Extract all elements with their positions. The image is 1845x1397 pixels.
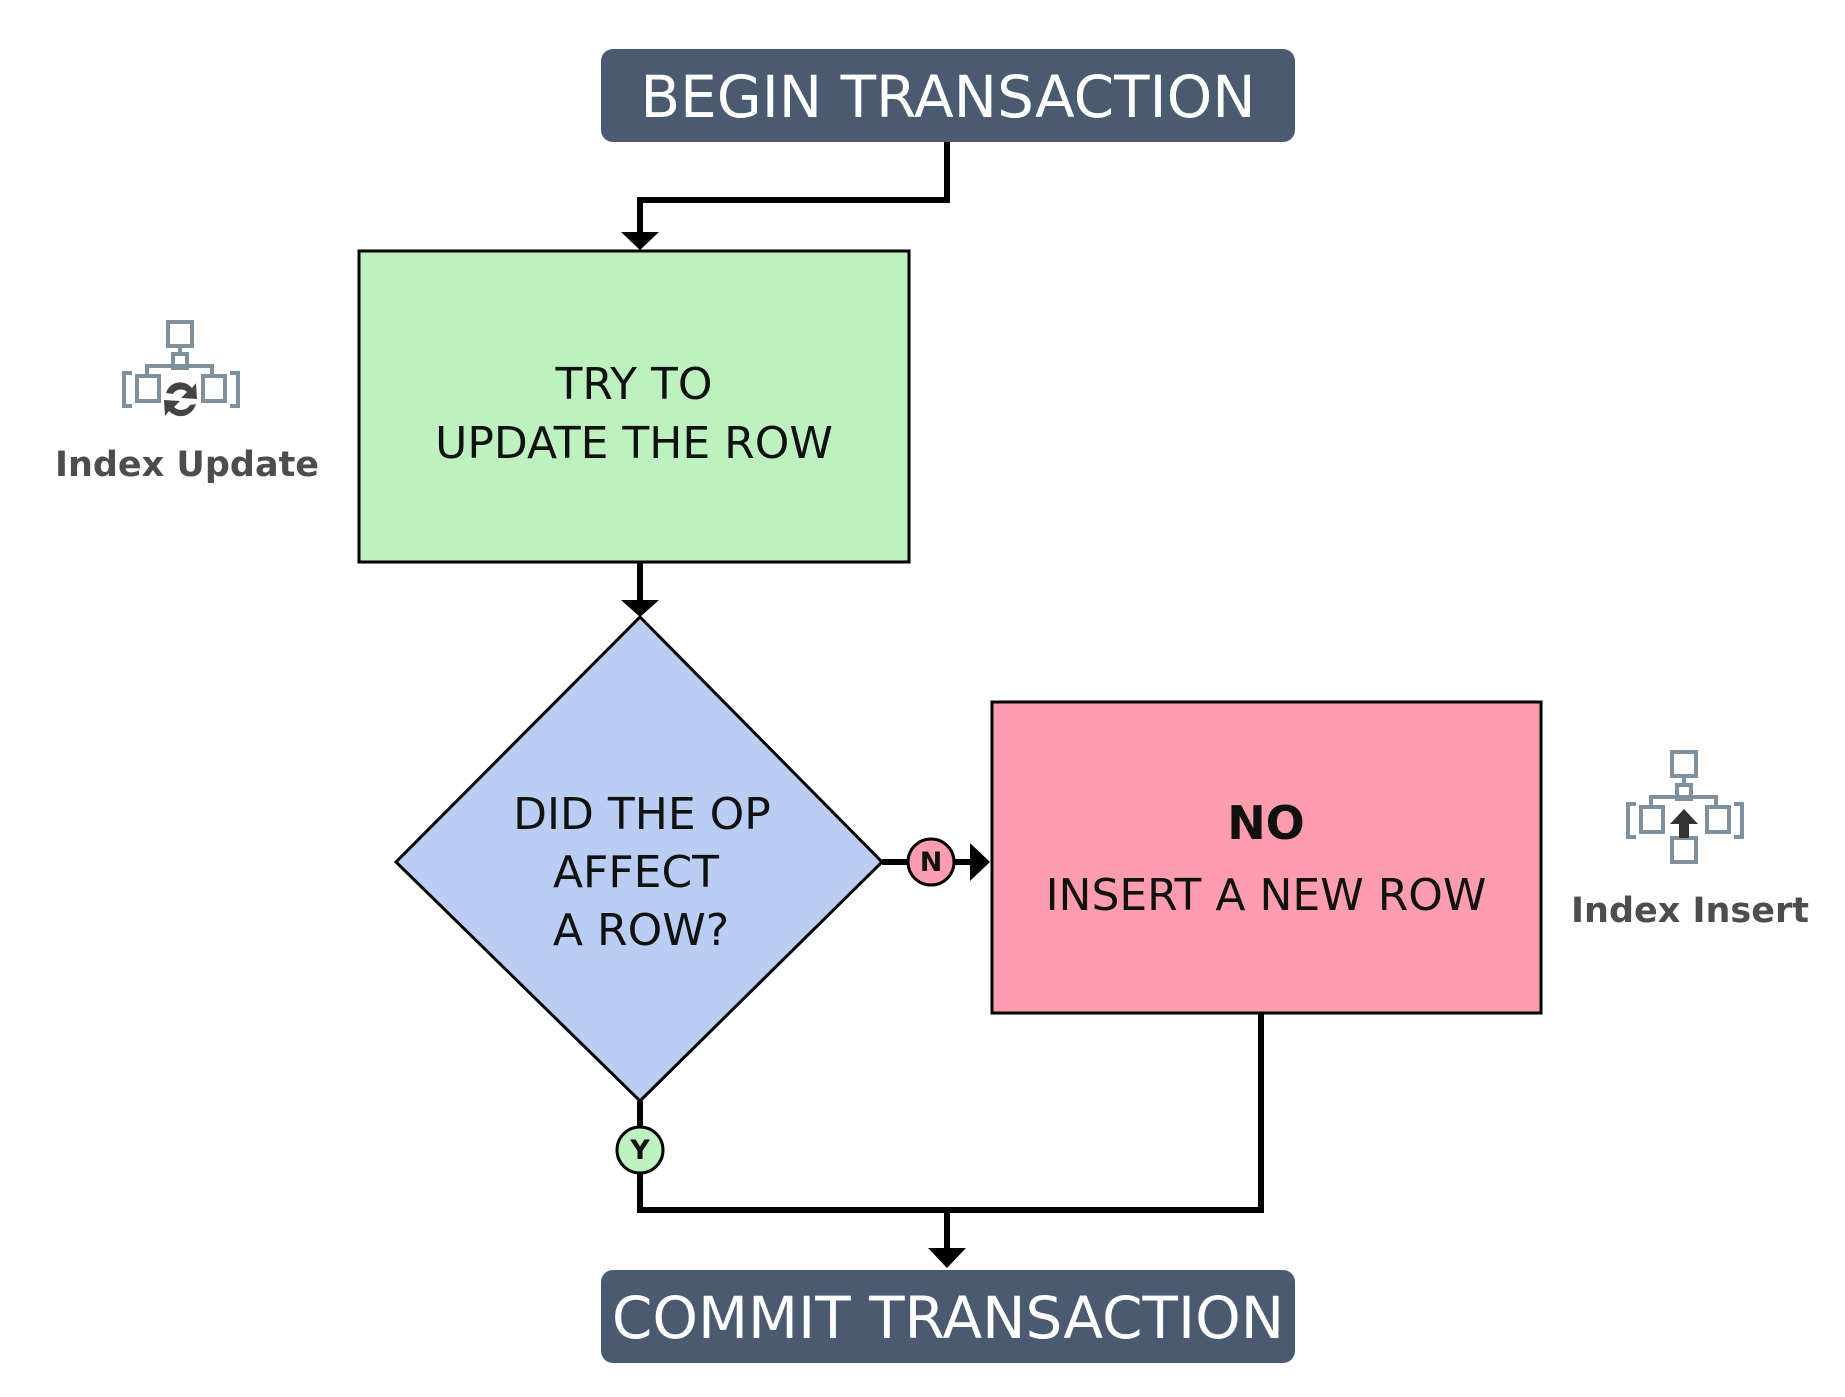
index-insert-right-node	[1705, 805, 1731, 834]
index-insert-branches	[1649, 795, 1718, 806]
yes-badge-label: Y	[629, 1135, 650, 1166]
insert-row-line-2: INSERT A NEW ROW	[1046, 870, 1487, 921]
connector-yes-to-commit	[637, 1013, 1264, 1213]
index-insert-right-bracket	[1734, 802, 1744, 839]
yes-branch-badge: Y	[615, 1125, 665, 1175]
yes-badge-circle	[615, 1125, 665, 1175]
no-branch-badge: N	[906, 837, 956, 887]
update-row-node: TRY TO UPDATE THE ROW	[357, 249, 911, 564]
begin-transaction-shape	[601, 49, 1295, 142]
index-update-right-node	[201, 374, 227, 403]
update-row-shape	[357, 249, 911, 564]
arrowhead-commit	[928, 1248, 966, 1268]
begin-transaction-node: BEGIN TRANSACTION	[601, 49, 1295, 142]
no-badge-circle	[906, 837, 956, 887]
index-update-left-node	[135, 374, 161, 403]
decision-node: DID THE OP AFFECT A ROW?	[393, 614, 885, 1104]
arrowhead-insert	[970, 843, 990, 881]
index-update-icon	[122, 320, 240, 417]
index-insert-label: Index Insert	[1571, 891, 1809, 931]
decision-line-1: DID THE OP	[513, 789, 771, 840]
insert-row-node: NO INSERT A NEW ROW	[990, 700, 1543, 1015]
connectors	[621, 142, 1264, 1268]
index-update-branches	[145, 364, 214, 375]
insert-row-shape	[990, 700, 1543, 1015]
no-badge-label: N	[920, 847, 943, 878]
arrowhead-decision	[621, 600, 659, 617]
update-row-line-2: UPDATE THE ROW	[435, 418, 833, 469]
decision-shape	[393, 614, 885, 1104]
decision-line-3: A ROW?	[553, 905, 729, 956]
insert-row-line-1: NO	[1227, 796, 1305, 850]
commit-transaction-label: COMMIT TRANSACTION	[612, 1284, 1284, 1352]
decision-line-2: AFFECT	[553, 847, 719, 898]
begin-transaction-label: BEGIN TRANSACTION	[640, 63, 1255, 131]
index-update-left-bracket	[122, 371, 132, 408]
commit-transaction-node: COMMIT TRANSACTION	[601, 1270, 1295, 1363]
update-row-line-1: TRY TO	[554, 359, 712, 410]
index-insert-left-bracket	[1626, 802, 1636, 839]
commit-transaction-shape	[601, 1270, 1295, 1363]
index-update-top-node	[166, 320, 194, 348]
index-update-label: Index Update	[55, 445, 319, 485]
index-insert-icon	[1626, 750, 1744, 864]
index-update-right-bracket	[230, 371, 240, 408]
connector-begin-to-update	[637, 142, 950, 232]
up-arrow-icon	[1670, 809, 1698, 838]
arrowhead-update	[621, 232, 659, 250]
index-insert-top-node	[1670, 750, 1698, 778]
index-insert-bottom-node	[1670, 836, 1698, 864]
index-insert-left-node	[1639, 805, 1665, 834]
refresh-icon	[164, 382, 197, 417]
